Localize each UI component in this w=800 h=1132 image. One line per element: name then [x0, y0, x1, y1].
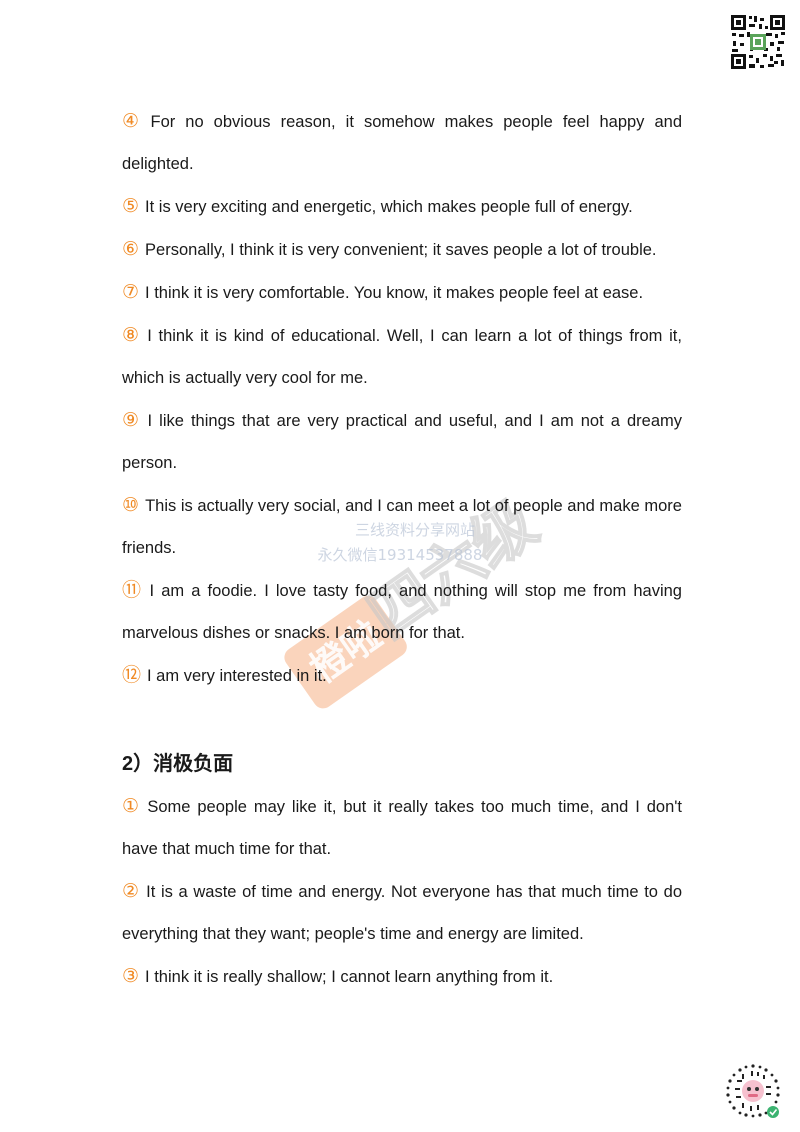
- item-number: ⑥: [122, 238, 140, 260]
- item-text: Some people may like it, but it really t…: [122, 798, 682, 858]
- item-text: I am very interested in it.: [147, 667, 327, 685]
- item-number: ④: [122, 110, 145, 132]
- item-number: ⑩: [122, 494, 140, 516]
- item-number: ②: [122, 880, 141, 902]
- item-text: I think it is very comfortable. You know…: [145, 284, 644, 302]
- item-number: ⑫: [122, 664, 142, 686]
- item-text: I am a foodie. I love tasty food, and no…: [122, 582, 682, 642]
- item-text: This is actually very social, and I can …: [122, 497, 682, 557]
- item-number: ⑧: [122, 324, 142, 346]
- list-item: ⑫ I am very interested in it.: [122, 654, 682, 697]
- item-number: ③: [122, 965, 140, 987]
- item-number: ⑨: [122, 409, 142, 431]
- list-item: ③ I think it is really shallow; I cannot …: [122, 955, 682, 998]
- list-item: ⑤ It is very exciting and energetic, whic…: [122, 185, 682, 228]
- item-text: I like things that are very practical an…: [122, 412, 682, 472]
- item-text: For no obvious reason, it somehow makes …: [122, 113, 682, 173]
- item-number: ⑦: [122, 281, 140, 303]
- item-number: ⑪: [122, 579, 144, 601]
- list-item: ⑦ I think it is very comfortable. You kno…: [122, 271, 682, 314]
- item-number: ①: [122, 795, 142, 817]
- item-text: I think it is really shallow; I cannot l…: [145, 968, 554, 986]
- section-heading: 2）消极负面: [122, 753, 234, 775]
- qr-code-icon: [730, 14, 786, 70]
- item-number: ⑤: [122, 195, 140, 217]
- mini-program-code-icon: [725, 1063, 781, 1119]
- item-text: It is very exciting and energetic, which…: [145, 198, 633, 216]
- item-text: It is a waste of time and energy. Not ev…: [122, 883, 682, 943]
- section-spacer: [122, 697, 682, 739]
- item-text: I think it is kind of educational. Well,…: [122, 327, 682, 387]
- list-item: ⑥ Personally, I think it is very convenie…: [122, 228, 682, 271]
- item-text: Personally, I think it is very convenien…: [145, 241, 657, 259]
